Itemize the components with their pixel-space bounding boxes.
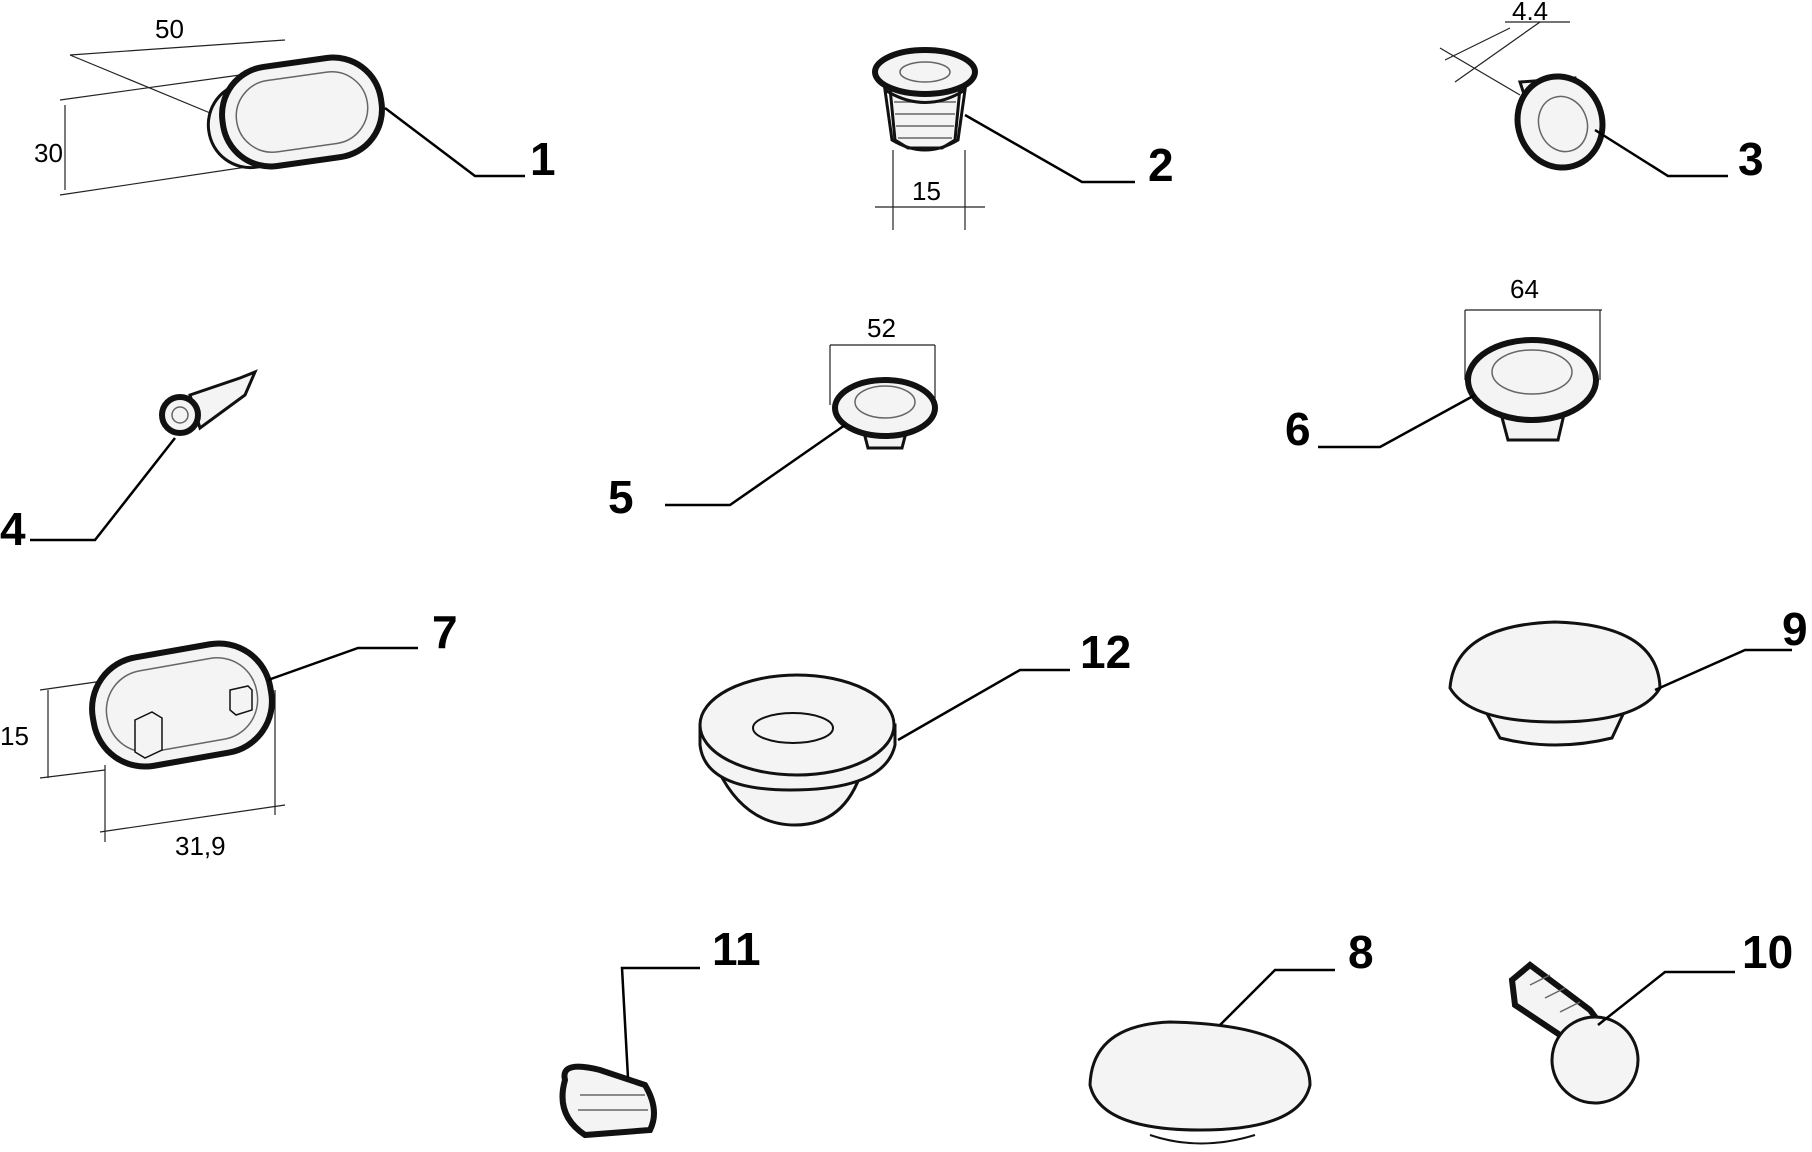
part-5: 52 5 (608, 313, 938, 523)
part-6-callout: 6 (1285, 403, 1311, 455)
part-1-height-dim: 30 (34, 138, 63, 168)
part-10-callout: 10 (1742, 926, 1793, 978)
part-12-top (698, 673, 896, 777)
part-7-tab-left (134, 711, 163, 759)
part-9: 9 (1448, 603, 1808, 747)
part-7-callout: 7 (432, 606, 458, 658)
part-5-width-dim: 52 (867, 313, 896, 343)
part-9-leader (1654, 648, 1792, 692)
part-4-head (159, 394, 201, 436)
part-3-width-dim: 4.4 (1512, 0, 1548, 26)
part-11-body (559, 1063, 657, 1139)
part-1-callout: 1 (530, 133, 556, 185)
part-8-callout: 8 (1348, 926, 1374, 978)
part-2: 15 2 (872, 47, 1174, 230)
part-7-leader (267, 646, 418, 682)
part-9-callout: 9 (1782, 603, 1808, 655)
part-7-tab-right (229, 685, 253, 716)
part-4-callout: 4 (0, 503, 26, 555)
part-2-width-dim: 15 (912, 176, 941, 206)
part-6-leader (1318, 393, 1476, 449)
part-12: 12 (698, 626, 1131, 827)
part-7-length-dim: 31,9 (175, 831, 226, 861)
part-6-head (1465, 337, 1599, 423)
part-4-leader (30, 437, 176, 542)
part-6-width-dim: 64 (1510, 274, 1539, 304)
part-11-callout: 11 (712, 923, 761, 975)
part-4: 4 (0, 369, 258, 555)
part-8: 8 (1088, 926, 1374, 1145)
part-12-callout: 12 (1080, 626, 1131, 678)
part-1-leader (384, 107, 525, 178)
part-6: 64 6 (1285, 274, 1602, 455)
part-5-leader (665, 423, 846, 507)
part-1-dimension-lines (59, 39, 286, 196)
part-9-dome (1448, 620, 1662, 724)
part-1: 50 30 1 (34, 14, 556, 196)
part-12-leader (897, 668, 1070, 742)
part-10: 10 (1508, 926, 1793, 1105)
part-1-length-dim: 50 (155, 14, 184, 44)
part-8-cap (1088, 1020, 1312, 1132)
part-11: 11 (559, 923, 761, 1139)
part-5-callout: 5 (608, 471, 634, 523)
part-11-leader (620, 966, 700, 1079)
part-7: 15 31,9 7 (0, 606, 458, 861)
part-3-callout: 3 (1738, 133, 1764, 185)
part-10-leader (1597, 970, 1735, 1026)
part-2-callout: 2 (1148, 139, 1174, 191)
part-3-leader (1594, 128, 1728, 178)
part-3: 4.4 3 (1439, 0, 1764, 185)
part-2-leader (964, 113, 1135, 184)
part-7-height-dim: 15 (0, 721, 29, 751)
part-5-head (832, 377, 938, 439)
part-2-head (872, 47, 978, 97)
part-1-head (219, 54, 385, 170)
part-8-leader (1219, 968, 1335, 1026)
